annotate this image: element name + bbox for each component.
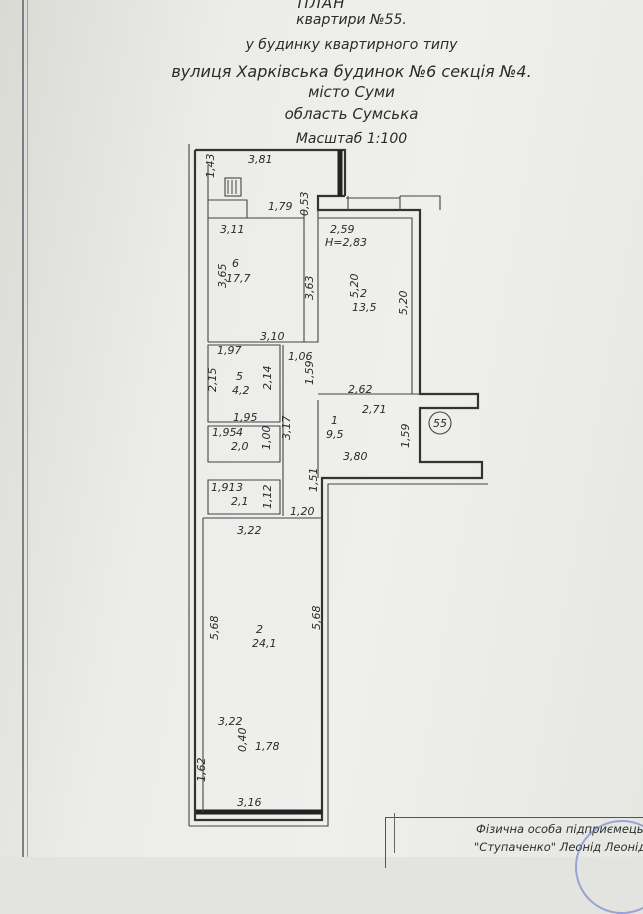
dimension-label: 1,20 [290, 505, 315, 518]
room-2-living: 2 24,1 [252, 623, 277, 650]
building-type: у будинку квартирного типу [245, 37, 458, 53]
dimension-label: 1,12 [261, 485, 274, 510]
svg-text:1: 1 [331, 414, 338, 427]
dimension-label: 1,59 [303, 361, 316, 386]
room-2-bedroom: 2 13,5 [352, 287, 377, 314]
dimension-label: 2,62 [348, 383, 373, 396]
region-line: область Сумська [284, 105, 419, 123]
dimension-label: 3,63 [303, 276, 316, 301]
svg-text:5: 5 [236, 370, 243, 383]
city-line: місто Суми [308, 83, 395, 101]
dimension-label: 1,43 [204, 154, 217, 179]
dimension-label: 0,53 [298, 192, 311, 217]
dimension-label: 1,06 [288, 350, 313, 363]
dimension-label: 2,14 [261, 366, 274, 391]
dimension-label: 1,97 [217, 344, 242, 357]
svg-text:3: 3 [236, 481, 243, 494]
svg-text:2: 2 [256, 623, 263, 636]
dimension-label: 1,95 [212, 426, 237, 439]
svg-text:2,1: 2,1 [231, 495, 249, 508]
title-block-inner [394, 813, 643, 853]
dimension-label: 1,79 [268, 200, 293, 213]
apartment-mark-circle [428, 411, 452, 435]
dimension-label: 3,22 [237, 524, 262, 537]
room-3: 3 2,1 [231, 481, 249, 508]
apartment-label: квартири №55. [296, 12, 407, 28]
plan-title: ПЛАН [297, 0, 346, 12]
room-5: 5 4,2 [232, 370, 250, 397]
svg-text:24,1: 24,1 [252, 637, 277, 650]
dimension-label: 3,80 [343, 450, 368, 463]
svg-text:9,5: 9,5 [326, 428, 344, 441]
dimension-labels: 3,81 1,43 1,79 0,53 3,11 2,59 3,65 3,63 5,20 5,20… [195, 153, 412, 809]
dimension-label: 3,81 [248, 153, 273, 166]
dimension-label: 1,59 [399, 424, 412, 449]
dimension-label: 2,15 [206, 368, 219, 393]
svg-text:4: 4 [236, 426, 243, 439]
svg-text:17,7: 17,7 [226, 272, 251, 285]
svg-text:4,2: 4,2 [232, 384, 250, 397]
room-4: 4 2,0 [231, 426, 249, 453]
dimension-label: 1,78 [255, 740, 280, 753]
dimension-label: 3,10 [260, 330, 285, 343]
dimension-label: 1,62 [195, 758, 208, 783]
dimension-label: 3,65 [216, 264, 229, 289]
dimension-label: 5,20 [397, 291, 410, 316]
scale-label: Масштаб 1:100 [295, 131, 408, 147]
dimension-label: 1,91 [211, 481, 236, 494]
margin-line-inner [27, 0, 28, 857]
radiator-icon [224, 177, 242, 197]
svg-text:2: 2 [360, 287, 367, 300]
outer-wall [193, 148, 484, 822]
dimension-label: 3,22 [218, 715, 243, 728]
dimension-label: 1,51 [307, 468, 320, 493]
height-note: H=2,83 [325, 236, 367, 249]
dimension-label: 5,20 [348, 274, 361, 299]
dimension-label: 3,17 [280, 416, 293, 441]
dimension-label: 3,16 [237, 796, 262, 809]
dimension-label: 5,68 [310, 606, 323, 631]
dimension-label: 1,95 [233, 411, 258, 424]
room-6: 6 17,7 [226, 257, 251, 285]
svg-text:6: 6 [232, 257, 239, 270]
floor-plan: 55 H=2,83 6 17,7 2 13,5 5 4,2 4 2,0 1 9,… [188, 144, 488, 827]
apartment-mark: 55 [433, 417, 447, 430]
svg-text:2,0: 2,0 [231, 440, 249, 453]
dimension-label: 5,68 [208, 616, 221, 641]
dimension-label: 3,11 [220, 223, 245, 236]
dimension-label: 0,40 [236, 728, 249, 753]
dimension-label: 2,71 [362, 403, 387, 416]
dimension-label: 1,00 [260, 426, 273, 451]
svg-text:13,5: 13,5 [352, 301, 377, 314]
address-line: вулиця Харківська будинок №6 секція №4. [171, 62, 532, 81]
room-1: 1 9,5 [326, 414, 344, 441]
margin-line [22, 0, 24, 857]
dimension-label: 2,59 [330, 223, 355, 236]
